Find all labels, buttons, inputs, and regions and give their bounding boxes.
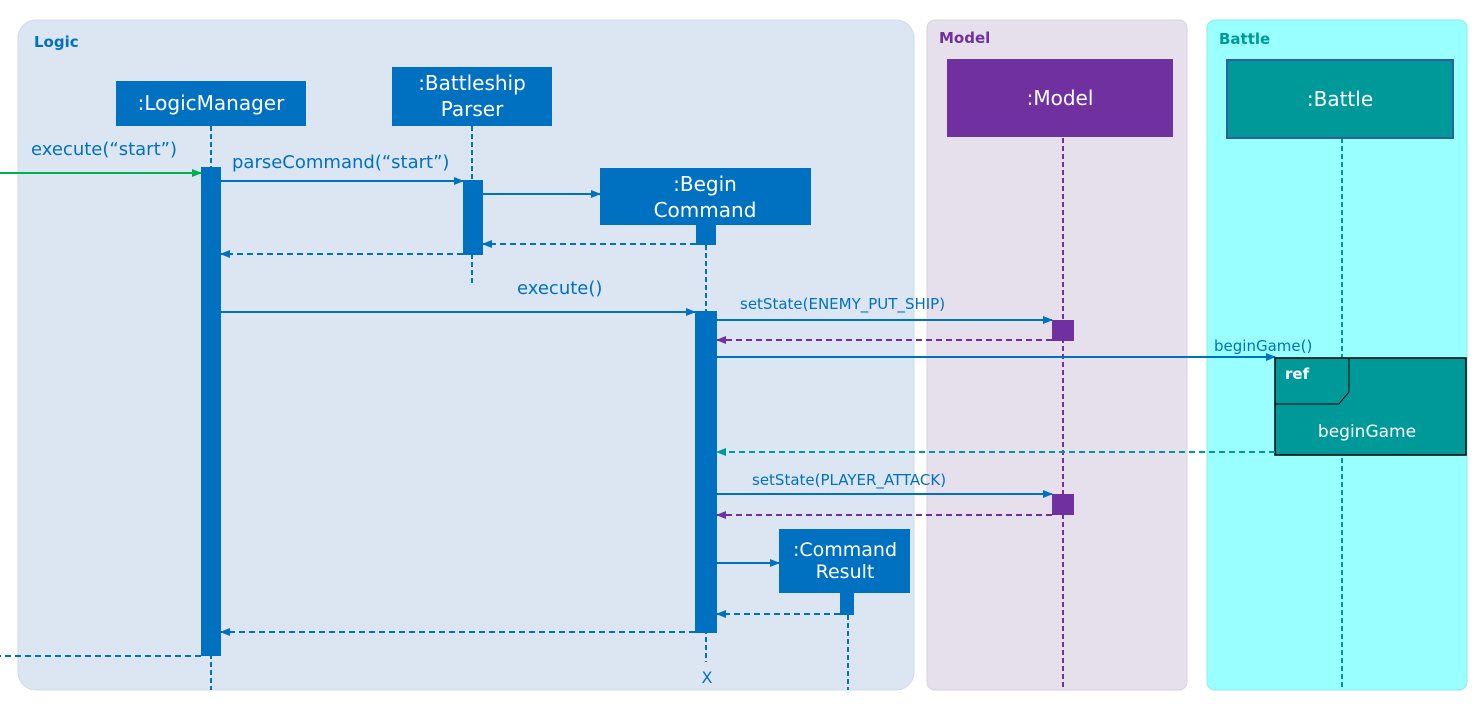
command-result-activation — [840, 593, 854, 615]
begin-command-activation — [695, 311, 717, 633]
logic-manager-label: :LogicManager — [138, 91, 285, 115]
battle-box — [1226, 59, 1454, 139]
begin-command-creation-activation — [696, 225, 716, 245]
model-activation-2 — [1052, 494, 1074, 515]
ref-frame-name: beginGame — [1318, 422, 1416, 442]
execute-label: execute() — [517, 278, 602, 299]
model-region-title: Model — [939, 29, 990, 47]
execute-start-label: execute(“start”) — [31, 139, 177, 160]
ref-frame-tag — [1275, 357, 1350, 405]
parser-box — [392, 67, 552, 126]
command-result-label-line2: Result — [816, 561, 875, 583]
logic-region-title: Logic — [34, 33, 79, 51]
logic-manager-activation — [201, 167, 221, 656]
command-result-box — [779, 529, 910, 593]
command-result-label-line1: :Command — [793, 539, 897, 561]
set-state-player-label: setState(PLAYER_ATTACK) — [752, 471, 946, 490]
begin-command-label-line1: :Begin — [673, 172, 737, 196]
battle-label: :Battle — [1307, 87, 1373, 111]
begin-game-label: beginGame() — [1214, 337, 1312, 355]
model-box — [947, 59, 1173, 137]
model-activation-1 — [1052, 320, 1074, 341]
begin-command-label-line2: Command — [654, 198, 757, 222]
battle-region — [1206, 19, 1468, 691]
ref-frame — [1274, 357, 1467, 456]
logic-manager-box — [116, 81, 306, 126]
parser-label-line1: :Battleship — [418, 71, 526, 95]
model-region — [926, 19, 1188, 691]
begin-command-destroy-mark: X — [702, 668, 713, 687]
battle-region-title: Battle — [1219, 30, 1270, 48]
parser-activation — [463, 180, 483, 255]
begin-command-box — [600, 168, 811, 225]
model-label: :Model — [1027, 86, 1094, 110]
parse-command-label: parseCommand(“start”) — [232, 152, 449, 173]
parser-label-line2: Parser — [441, 97, 504, 121]
set-state-enemy-label: setState(ENEMY_PUT_SHIP) — [740, 295, 945, 314]
ref-frame-tag-label: ref — [1285, 365, 1310, 383]
